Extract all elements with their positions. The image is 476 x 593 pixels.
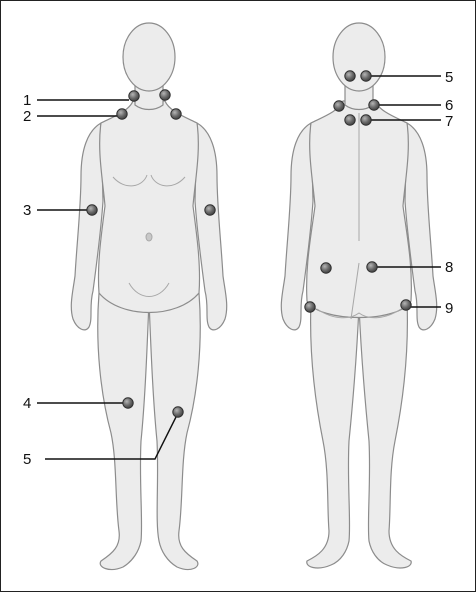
tender-point-back-9a <box>305 302 315 312</box>
tender-point-back-7b <box>361 115 371 125</box>
tender-point-back-7a <box>345 115 355 125</box>
tender-point-back-8a <box>321 263 331 273</box>
tender-point-back-9b <box>401 300 411 310</box>
tender-point-front-1 <box>129 91 139 101</box>
tender-point-front-1b <box>160 90 170 100</box>
label-front-2: 2 <box>23 108 31 125</box>
label-front-5: 5 <box>23 451 31 468</box>
back-right-leg <box>359 301 411 568</box>
tender-point-front-2 <box>117 109 127 119</box>
front-left-leg <box>98 293 149 569</box>
tender-point-front-5 <box>173 407 183 417</box>
back-left-leg <box>307 301 359 568</box>
tender-point-back-8b <box>367 262 377 272</box>
label-front-1: 1 <box>23 92 31 109</box>
label-front-4: 4 <box>23 395 31 412</box>
tender-point-back-6b <box>369 100 379 110</box>
tender-point-front-3 <box>87 205 97 215</box>
back-head <box>333 23 385 91</box>
label-back-5: 5 <box>445 69 453 86</box>
tender-point-front-3b <box>205 205 215 215</box>
back-labels: 5 6 7 8 9 <box>445 69 453 317</box>
label-back-6: 6 <box>445 97 453 114</box>
front-labels: 1 2 3 4 5 <box>23 92 31 468</box>
tender-point-back-6a <box>334 101 344 111</box>
label-back-8: 8 <box>445 259 453 276</box>
tender-point-front-2b <box>171 109 181 119</box>
front-right-leg <box>149 293 200 569</box>
front-head <box>123 23 175 91</box>
label-front-3: 3 <box>23 202 31 219</box>
tender-point-back-5b <box>361 71 371 81</box>
label-back-9: 9 <box>445 300 453 317</box>
tender-point-front-4 <box>123 398 133 408</box>
tender-point-back-5a <box>345 71 355 81</box>
front-torso <box>98 101 199 313</box>
label-back-7: 7 <box>445 113 453 130</box>
